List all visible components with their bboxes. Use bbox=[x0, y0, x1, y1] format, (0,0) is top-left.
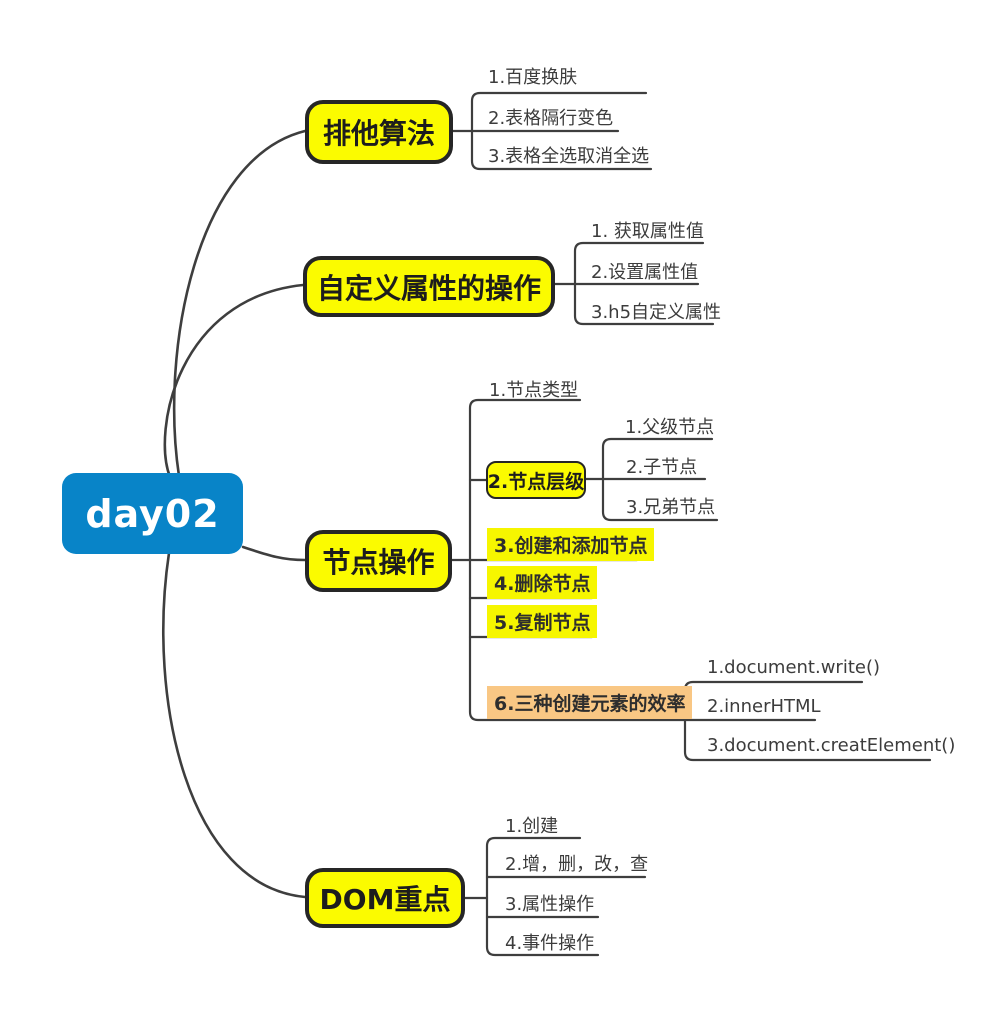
subtopic-create-element[interactable]: 3.document.creatElement() bbox=[707, 735, 956, 756]
subtopic-table-select-all[interactable]: 3.表格全选取消全选 bbox=[488, 146, 650, 167]
topic-create-append-node[interactable]: 3.创建和添加节点 bbox=[487, 528, 655, 561]
subtopic-node-type[interactable]: 1.节点类型 bbox=[489, 380, 579, 401]
subtopic-dom-attribute-ops[interactable]: 3.属性操作 bbox=[505, 894, 595, 915]
subtopic-dom-create[interactable]: 1.创建 bbox=[505, 816, 559, 837]
subtopic-child-node[interactable]: 2.子节点 bbox=[626, 457, 698, 478]
central-topic[interactable]: day02 bbox=[62, 473, 243, 554]
subtopic-sibling-node[interactable]: 3.兄弟节点 bbox=[626, 497, 716, 518]
node-level-bracket bbox=[584, 437, 719, 522]
subtopic-parent-node[interactable]: 1.父级节点 bbox=[625, 417, 715, 438]
branch1-bracket bbox=[451, 91, 653, 171]
topic-custom-attribute-ops[interactable]: 自定义属性的操作 bbox=[303, 256, 555, 317]
subtopic-table-stripe[interactable]: 2.表格隔行变色 bbox=[488, 108, 614, 129]
root-branch-curves bbox=[162, 129, 307, 899]
topic-exclusive-algorithm[interactable]: 排他算法 bbox=[305, 100, 453, 164]
subtopic-h5-custom-attribute[interactable]: 3.h5自定义属性 bbox=[591, 302, 722, 323]
subtopic-get-attribute[interactable]: 1. 获取属性值 bbox=[591, 221, 704, 242]
subtopic-baidu-skin[interactable]: 1.百度换肤 bbox=[488, 67, 578, 88]
branch4-bracket bbox=[463, 836, 647, 957]
topic-dom-key-points[interactable]: DOM重点 bbox=[305, 868, 465, 928]
subtopic-dom-event-ops[interactable]: 4.事件操作 bbox=[505, 933, 595, 954]
topic-node-hierarchy[interactable]: 2.节点层级 bbox=[486, 461, 586, 499]
subtopic-set-attribute[interactable]: 2.设置属性值 bbox=[591, 262, 699, 283]
topic-delete-node[interactable]: 4.删除节点 bbox=[487, 566, 598, 599]
subtopic-innerhtml[interactable]: 2.innerHTML bbox=[707, 696, 821, 717]
topic-clone-node[interactable]: 5.复制节点 bbox=[487, 605, 598, 638]
subtopic-dom-crud[interactable]: 2.增，删，改，查 bbox=[505, 854, 649, 875]
topic-create-element-efficiency[interactable]: 6.三种创建元素的效率 bbox=[487, 686, 693, 719]
create-efficiency-bracket bbox=[683, 680, 932, 762]
branch2-bracket bbox=[553, 241, 715, 326]
topic-node-operations[interactable]: 节点操作 bbox=[305, 530, 452, 592]
subtopic-document-write[interactable]: 1.document.write() bbox=[707, 657, 881, 678]
